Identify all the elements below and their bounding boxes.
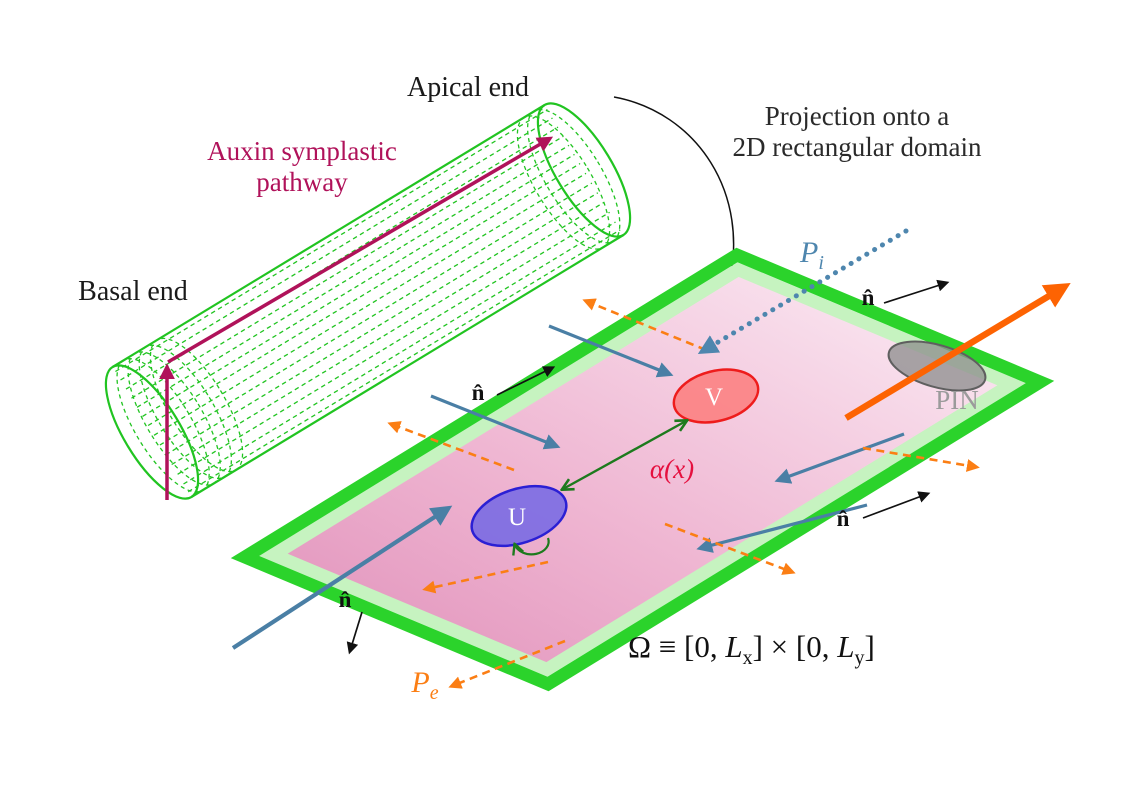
texture-line [187,229,621,493]
u-selfloop-arrow [515,537,550,554]
normal-arrow [883,279,950,304]
normal-vectors [346,279,950,655]
species-v-ellipse [672,368,760,424]
basal-cap [104,364,200,500]
alpha-label: α(x) [650,454,694,484]
ring [516,115,611,250]
efflux-arrow [862,446,980,472]
cylinder-top-edge [112,104,546,368]
texture-line [142,153,575,417]
ring [127,351,221,486]
texture-line [147,162,581,427]
texture-line [131,135,564,399]
pi-label: Pi [799,236,824,274]
normal-vector-label: n̂ [837,506,850,531]
texture-line [136,144,570,408]
pin-label: PIN [935,385,979,415]
ring [526,108,621,244]
efflux-arrow [448,639,566,689]
efflux-arrows [387,298,980,689]
domain-green-frame [230,247,1055,692]
auxin-pathway-label-line1: Auxin symplastic [207,136,397,166]
texture-line [115,108,548,373]
projection-pointer-arrow [613,96,735,292]
projection-label-line2: 2D rectangular domain [733,132,982,162]
species-v-label: V [705,384,723,411]
pin-efflux-arrow [844,282,1071,421]
efflux-arrow [422,560,549,594]
normal-vector-label: n̂ [862,285,875,310]
pathway-axis-arrow [167,136,554,364]
pin-transporter [844,282,1071,421]
texture-line [183,221,616,485]
normal-vector-label: n̂ [339,587,352,612]
influx-arrow [430,394,561,450]
texture-line [177,211,610,475]
cylinder-surface-texture [115,108,621,493]
pe-label: Pe [410,666,438,704]
texture-line [165,192,599,456]
projection-label-line1: Projection onto a [765,101,949,131]
texture-line [171,201,605,466]
basal-end-label: Basal end [78,276,188,307]
normal-arrow [496,366,556,396]
texture-line [153,172,587,436]
efflux-arrow [664,522,796,575]
auxin-pathway-arrows [159,136,554,500]
alpha-reaction-arrow [563,421,686,489]
texture-line [120,117,553,381]
influx-arrows [231,324,905,650]
basal-rings [116,108,621,493]
auxin-pathway-label-line2: pathway [256,167,348,197]
species-u-ellipse [470,484,568,548]
cell-cylinder [104,102,632,500]
influx-arrow [231,505,453,650]
efflux-arrow [582,298,707,352]
influx-arrow [774,432,905,484]
normal-arrow [346,611,363,655]
texture-line [159,182,593,446]
pi-dotted-arrow [697,228,909,355]
normal-vector-label: n̂ [472,380,485,405]
apical-end-label: Apical end [407,72,529,103]
apical-cap [536,102,632,238]
domain-formula: Ω ≡ [0, Lx] × [0, Ly] [628,629,875,669]
efflux-arrow [387,421,515,472]
ring [149,337,244,473]
influx-arrow [548,324,674,378]
ring [138,344,233,480]
rectangular-domain [230,247,1055,692]
ring [116,358,210,493]
species-u-label: U [508,504,526,531]
normal-arrow [862,491,931,519]
cylinder-bottom-edge [190,234,624,498]
influx-arrow [696,503,868,553]
